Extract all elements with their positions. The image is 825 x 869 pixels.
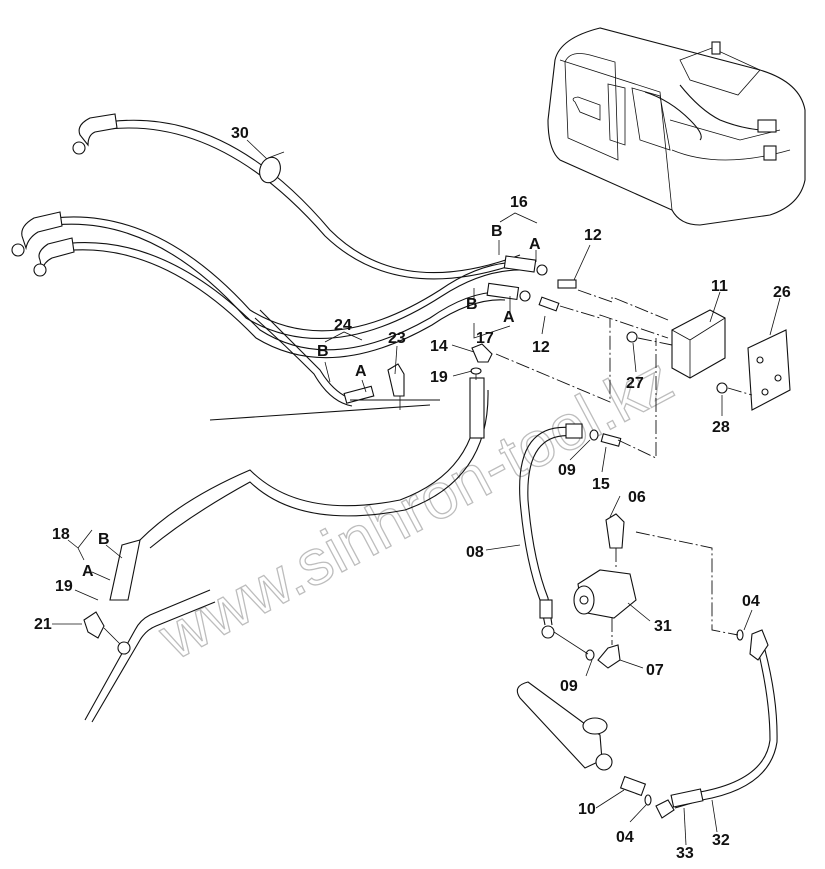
callout-19-upper[interactable]: 19 xyxy=(430,369,448,386)
hose-16 xyxy=(11,211,548,340)
callout-06[interactable]: 06 xyxy=(628,489,646,506)
callout-31[interactable]: 31 xyxy=(654,618,672,635)
hose-17 xyxy=(33,237,531,359)
leader-lines xyxy=(52,139,781,846)
valve-block-11-icon xyxy=(671,309,726,379)
reservoir-cylinder xyxy=(516,681,613,771)
adapter-12-icon xyxy=(557,279,577,289)
callout-21[interactable]: 21 xyxy=(34,616,52,633)
callout-17[interactable]: 17 xyxy=(476,330,494,347)
valve-assembly xyxy=(626,309,791,411)
hose-24 xyxy=(254,309,375,407)
callout-09-lower[interactable]: 09 xyxy=(560,678,578,695)
callout-24-a[interactable]: A xyxy=(355,363,367,380)
phantom-lines xyxy=(103,289,753,655)
callout-09-upper[interactable]: 09 xyxy=(558,462,576,479)
callout-11[interactable]: 11 xyxy=(711,278,728,295)
fittings xyxy=(83,279,744,806)
callout-33[interactable]: 33 xyxy=(676,845,694,862)
callout-18-b[interactable]: B xyxy=(98,531,110,548)
callout-16[interactable]: 16 xyxy=(510,194,528,211)
bolt-28-icon xyxy=(716,382,728,394)
bolt-27-icon xyxy=(626,331,638,343)
callout-24[interactable]: 24 xyxy=(334,317,352,334)
pump-31 xyxy=(573,569,637,619)
callout-27[interactable]: 27 xyxy=(626,375,644,392)
tee-10-icon xyxy=(619,775,647,797)
hose-08 xyxy=(519,423,583,639)
hose-18 xyxy=(109,377,489,601)
callout-18[interactable]: 18 xyxy=(52,526,70,543)
callout-17-b[interactable]: B xyxy=(466,296,478,313)
callout-17-a[interactable]: A xyxy=(503,309,515,326)
callout-12-lower[interactable]: 12 xyxy=(532,339,550,356)
callout-32[interactable]: 32 xyxy=(712,832,730,849)
elbow-06-icon xyxy=(605,513,625,549)
callout-28[interactable]: 28 xyxy=(712,419,730,436)
callout-10[interactable]: 10 xyxy=(578,801,596,818)
callout-07[interactable]: 07 xyxy=(646,662,664,679)
callout-24-b[interactable]: B xyxy=(317,343,329,360)
callout-30[interactable]: 30 xyxy=(231,125,249,142)
frame-member xyxy=(84,589,216,723)
fuel-cap-icon xyxy=(711,41,721,55)
hose-upper xyxy=(72,113,523,280)
excavator-cab-illustration xyxy=(547,27,806,226)
watermark-text: www.sinhron-tool.kz xyxy=(147,342,684,673)
callout-19-lower[interactable]: 19 xyxy=(55,578,73,595)
elbow-07-icon xyxy=(597,644,621,669)
callout-04-upper[interactable]: 04 xyxy=(742,593,760,610)
hose-clamp-30-icon xyxy=(259,151,285,184)
callout-08[interactable]: 08 xyxy=(466,544,484,561)
callout-26[interactable]: 26 xyxy=(773,284,791,301)
callout-12-upper[interactable]: 12 xyxy=(584,227,602,244)
elbow-21-icon xyxy=(83,611,105,639)
callout-23[interactable]: 23 xyxy=(388,330,406,347)
elbow-14-icon xyxy=(471,343,493,363)
callout-14[interactable]: 14 xyxy=(430,338,448,355)
hose-32 xyxy=(655,629,778,819)
callout-16-b[interactable]: B xyxy=(491,223,503,240)
callout-labels: 30 16 B A 12 12 17 B A 24 B A 23 14 19 1… xyxy=(34,125,791,862)
elbow-23-icon xyxy=(387,363,405,397)
watermark: www.sinhron-tool.kz xyxy=(146,342,684,675)
callout-16-a[interactable]: A xyxy=(529,236,541,253)
callout-18-a[interactable]: A xyxy=(82,563,94,580)
callout-04-lower[interactable]: 04 xyxy=(616,829,634,846)
callout-15[interactable]: 15 xyxy=(592,476,610,493)
mounting-plate-26-icon xyxy=(747,329,791,411)
